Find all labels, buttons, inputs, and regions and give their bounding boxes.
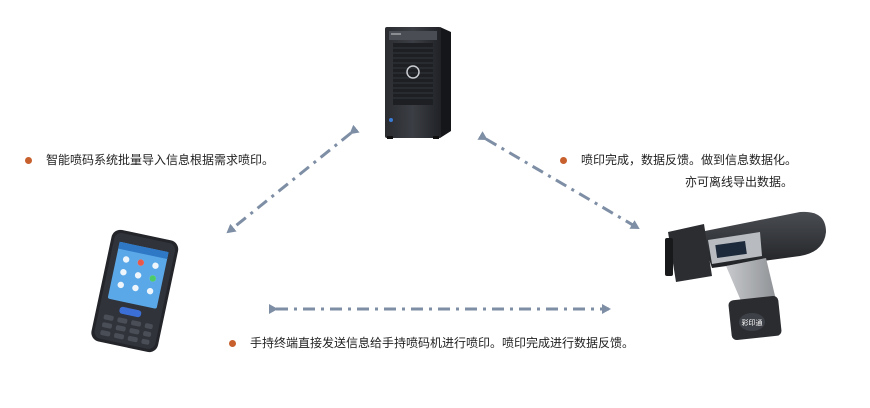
bullet-left bbox=[25, 157, 32, 164]
label-server-to-printer-line1: 喷印完成，数据反馈。做到信息数据化。 bbox=[581, 153, 798, 167]
bullet-bottom bbox=[229, 340, 236, 347]
label-terminal-to-printer: 手持终端直接发送信息给手持喷码机进行喷印。喷印完成进行数据反馈。 bbox=[250, 336, 635, 350]
label-server-to-terminal: 智能喷码系统批量导入信息根据需求喷印。 bbox=[46, 153, 275, 167]
arrow-server-to-printer bbox=[477, 131, 640, 230]
printer-brand-mark: 彩印通 bbox=[742, 318, 763, 327]
label-server-to-printer-line2: 亦可离线导出数据。 bbox=[685, 175, 794, 189]
bullet-right bbox=[560, 157, 567, 164]
